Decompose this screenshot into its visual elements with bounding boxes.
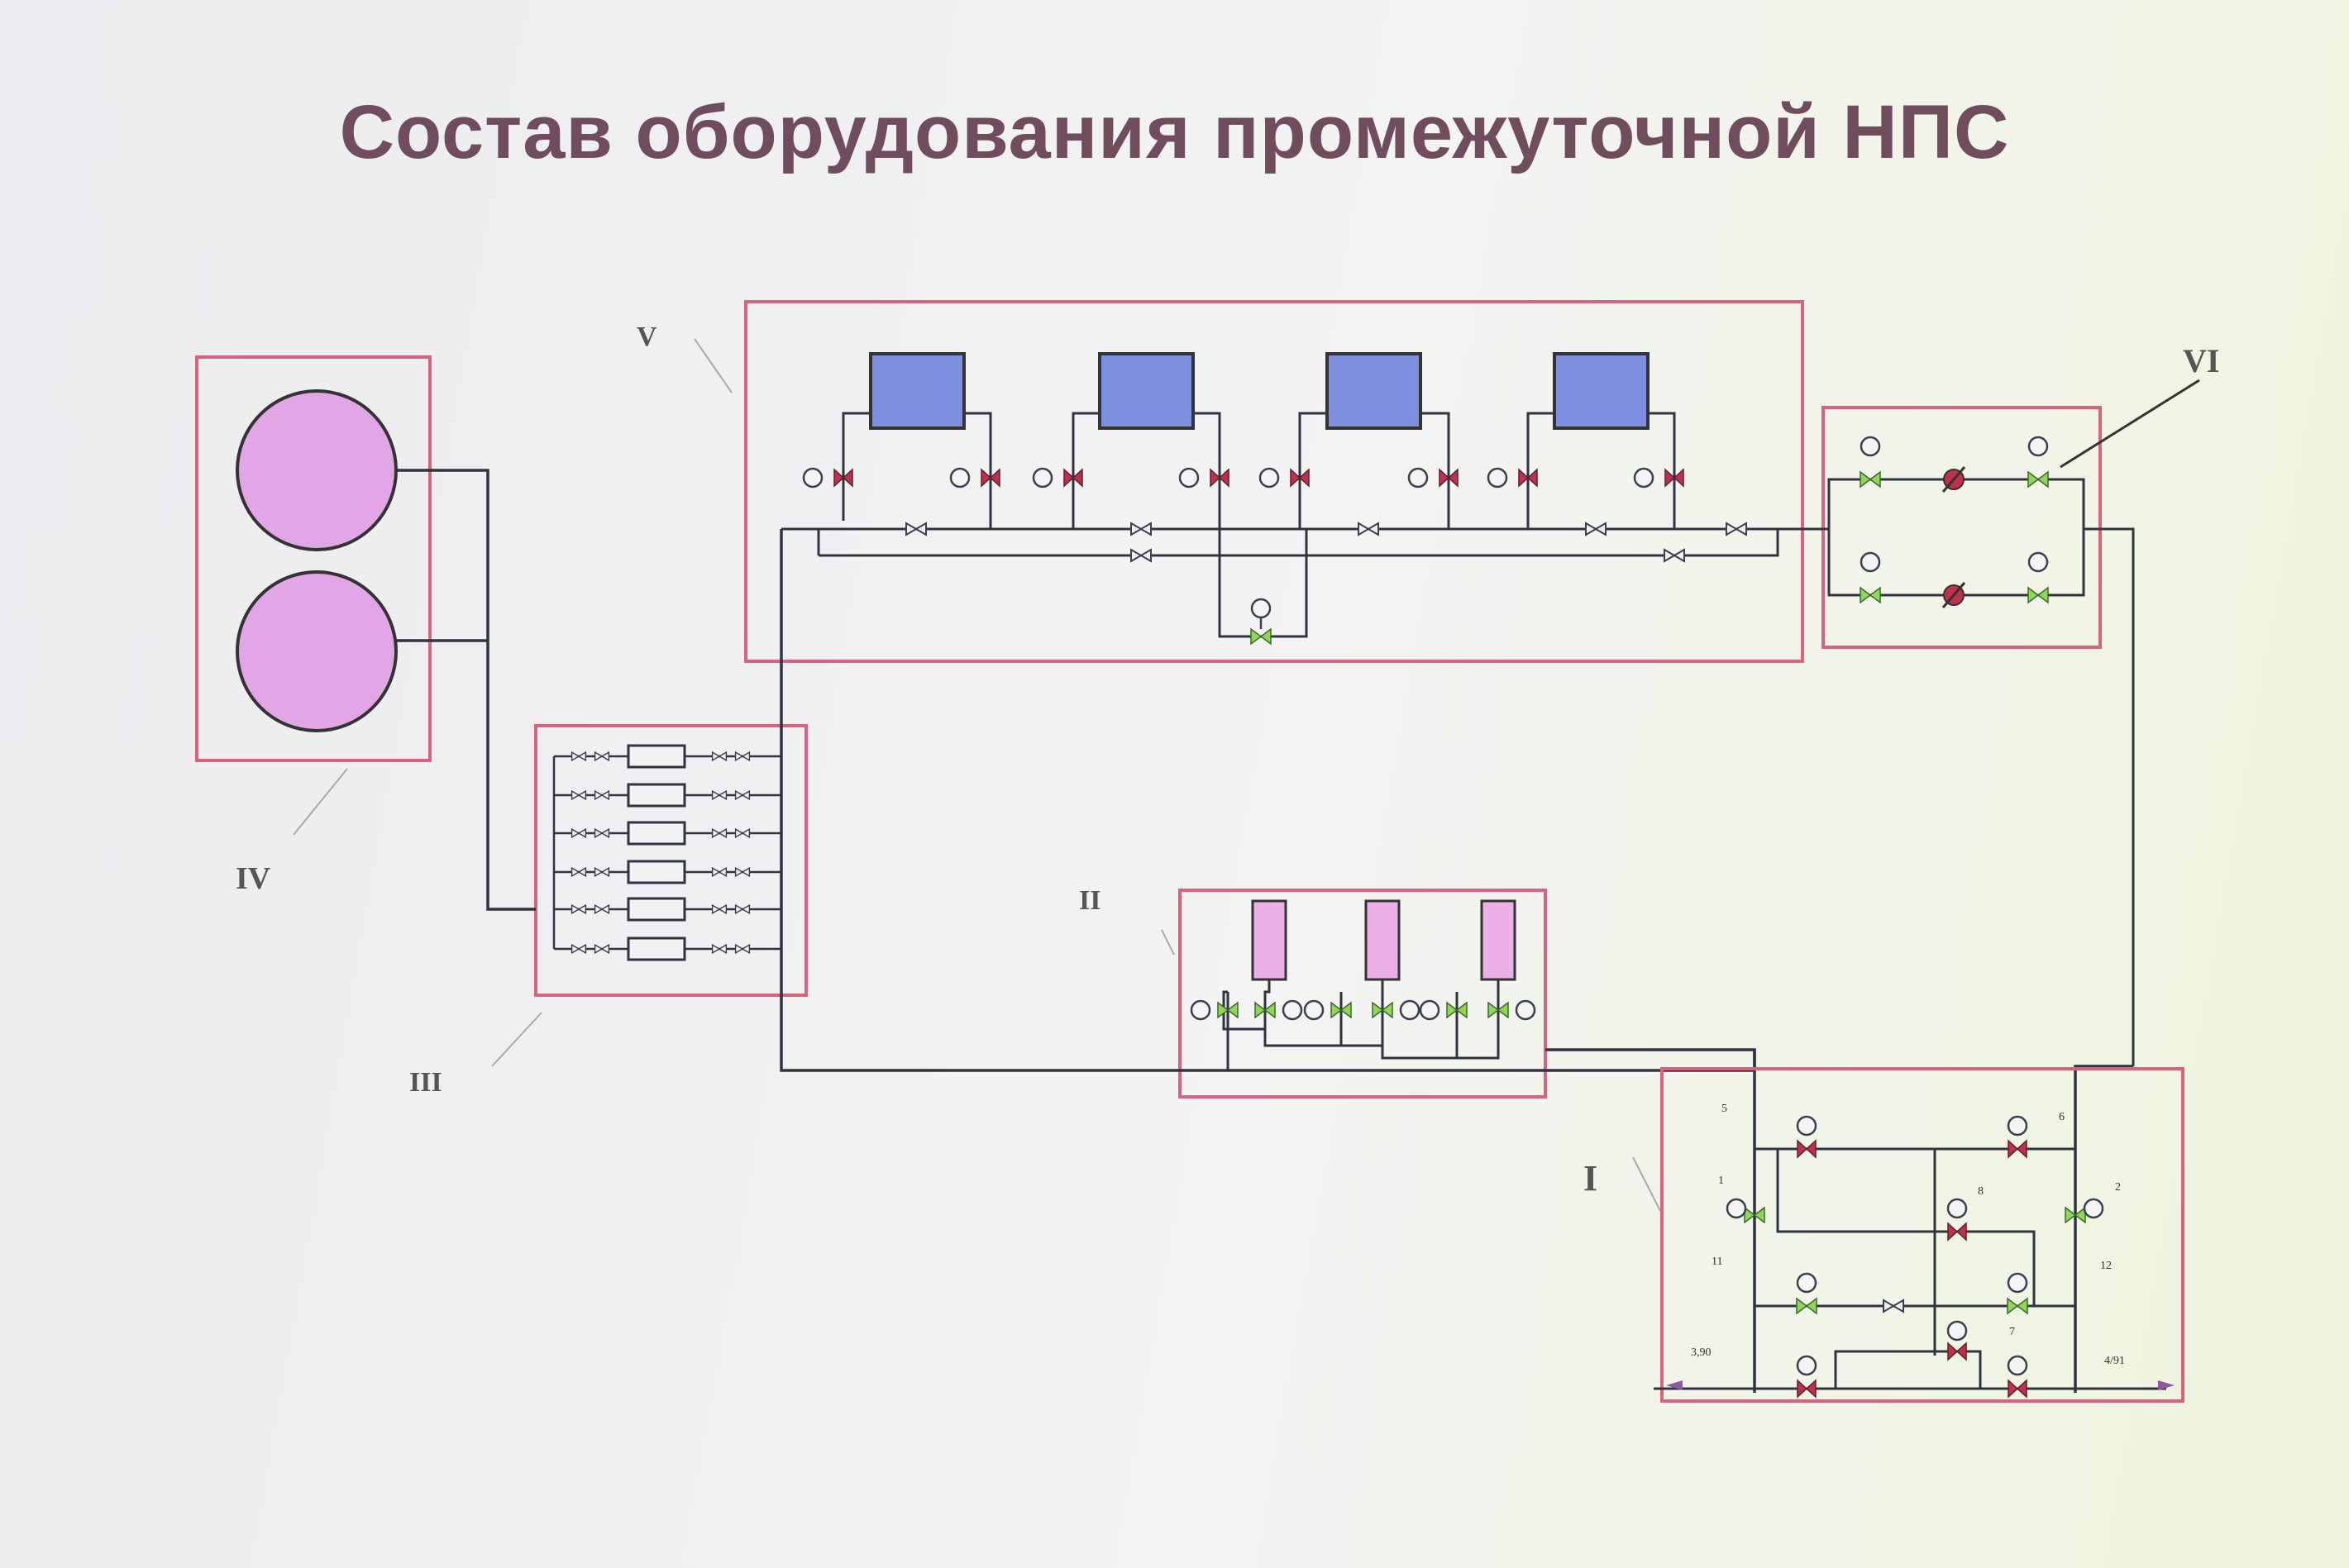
- label-i: I: [1583, 1158, 1597, 1199]
- check-valve-icon: [594, 828, 610, 838]
- slide-title: Состав оборудования промежуточной НПС: [339, 90, 2010, 174]
- check-valve-icon: [594, 790, 610, 800]
- check-valve-icon: [734, 904, 751, 914]
- check-valve-icon: [571, 790, 587, 800]
- pump-icon: [869, 352, 966, 430]
- valve-number: 4/91: [2104, 1355, 2125, 1367]
- valve-number: 11: [1712, 1256, 1722, 1268]
- pump-icon: [1098, 352, 1195, 430]
- check-valve-icon: [734, 751, 751, 761]
- check-valve-icon: [571, 867, 587, 877]
- regulator-icon: [1941, 466, 1966, 493]
- label-v: V: [637, 322, 657, 352]
- valve-number: 3,90: [1691, 1346, 1712, 1359]
- label-ii: II: [1079, 885, 1100, 916]
- filter-icon: [1480, 899, 1516, 981]
- check-valve-icon: [594, 904, 610, 914]
- filter-icon: [627, 783, 686, 808]
- filter-icon: [627, 860, 686, 884]
- tank-farm-iv: IV: [195, 355, 432, 896]
- filter-icon: [1251, 899, 1287, 981]
- valve-number: 1: [1718, 1175, 1724, 1187]
- filter-icon: [1364, 899, 1401, 981]
- check-valve-icon: [711, 904, 728, 914]
- check-valve-icon: [734, 790, 751, 800]
- check-valve-icon: [571, 944, 587, 954]
- filter-icon: [627, 937, 686, 961]
- filter-icon: [627, 744, 686, 769]
- valve-number: 8: [1978, 1185, 1984, 1198]
- tank-icon: [236, 389, 398, 551]
- valve-number: 6: [2059, 1111, 2065, 1123]
- check-valve-icon: [711, 867, 728, 877]
- valve-number: 2: [2115, 1181, 2121, 1194]
- check-valve-icon: [734, 828, 751, 838]
- pump-hall-v: V: [637, 300, 1819, 663]
- tank-icon: [236, 570, 398, 732]
- pump-icon: [1325, 352, 1422, 430]
- check-valve-icon: [594, 751, 610, 761]
- label-vi: VI: [2183, 342, 2219, 379]
- main-pipelines: [396, 469, 2133, 1393]
- label-iv: IV: [236, 861, 271, 896]
- valve-number: 7: [2009, 1326, 2015, 1338]
- check-valve-icon: [571, 751, 587, 761]
- check-valve-icon: [711, 944, 728, 954]
- check-valve-icon: [594, 867, 610, 877]
- filter-icon: [627, 897, 686, 922]
- check-valve-icon: [571, 904, 587, 914]
- check-valve-icon: [571, 828, 587, 838]
- pump-icon: [1553, 352, 1650, 430]
- label-iii: III: [409, 1067, 442, 1098]
- regulator-icon: [1941, 582, 1966, 608]
- check-valve-icon: [711, 751, 728, 761]
- valve-number: 12: [2100, 1260, 2112, 1272]
- connection-node-i: I 5: [1583, 1067, 2184, 1403]
- check-valve-icon: [711, 828, 728, 838]
- check-valve-icon: [734, 867, 751, 877]
- valve-number: 5: [1721, 1103, 1727, 1115]
- check-valve-icon: [594, 944, 610, 954]
- regulator-unit-vi: VI: [1819, 342, 2219, 1066]
- filter-icon: [627, 821, 686, 846]
- strainer-unit-ii: II: [1079, 885, 1547, 1099]
- check-valve-icon: [734, 944, 751, 954]
- check-valve-icon: [711, 790, 728, 800]
